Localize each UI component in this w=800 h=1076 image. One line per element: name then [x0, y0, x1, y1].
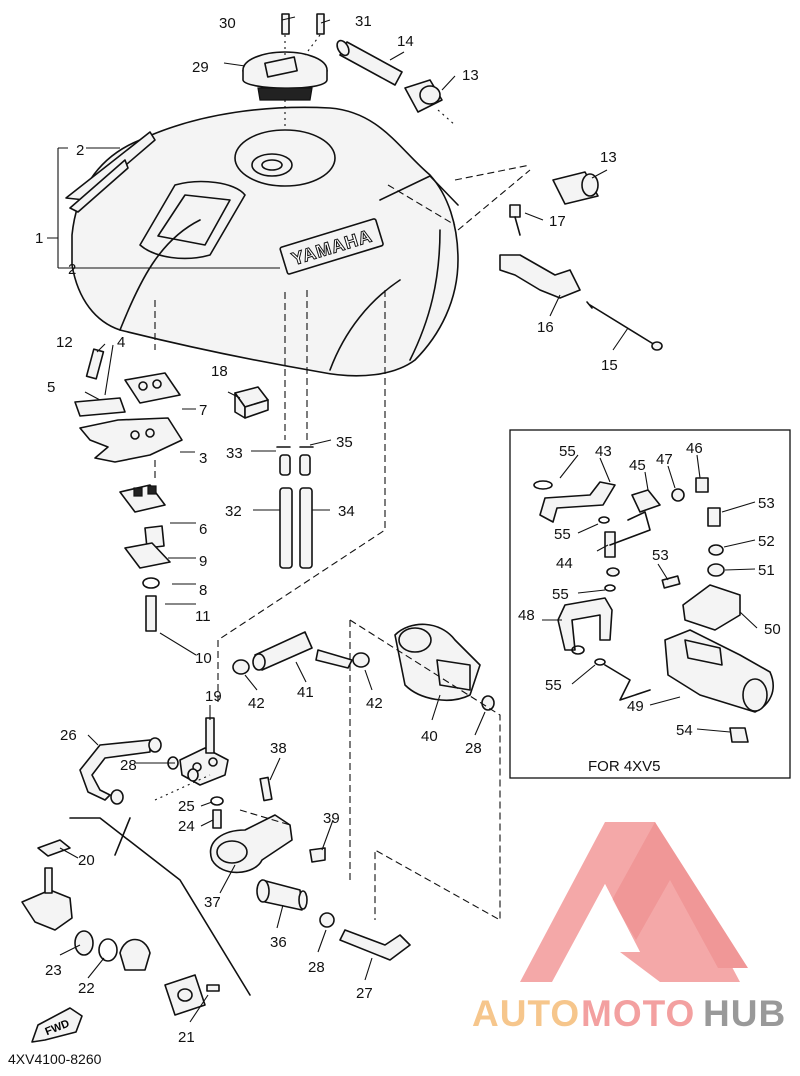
- inset-label: FOR 4XV5: [588, 758, 661, 775]
- callout-18: 18: [211, 363, 228, 380]
- drain-pipes: [276, 290, 314, 569]
- callout-5: 5: [47, 379, 55, 396]
- callout-9: 9: [199, 553, 207, 570]
- callout-23: 23: [45, 962, 62, 979]
- part-18-relay: [234, 386, 269, 419]
- callout-45: 45: [629, 457, 646, 474]
- callout-48: 48: [518, 607, 535, 624]
- callout-43: 43: [595, 443, 612, 460]
- callout-36: 36: [270, 934, 287, 951]
- callout-24: 24: [178, 818, 195, 835]
- callout-22: 22: [78, 980, 95, 997]
- callout-21: 21: [178, 1029, 195, 1046]
- callout-2-upper: 2: [76, 142, 84, 159]
- callout-20: 20: [78, 852, 95, 869]
- callout-55-d: 55: [545, 677, 562, 694]
- callout-13-right: 13: [600, 149, 617, 166]
- callout-13-top: 13: [462, 67, 479, 84]
- callout-11: 11: [195, 608, 211, 625]
- callout-31: 31: [355, 13, 372, 30]
- leader-lines: [47, 16, 758, 1023]
- callout-10: 10: [195, 650, 212, 667]
- callout-47: 47: [656, 451, 673, 468]
- fuel-tank: YAMAHA: [65, 106, 531, 377]
- callout-3: 3: [199, 450, 207, 467]
- callout-33: 33: [226, 445, 243, 462]
- callout-19: 19: [205, 688, 222, 705]
- watermark-part-auto: AUTO: [472, 993, 580, 1034]
- tank-damper-parts: [336, 39, 663, 351]
- callout-49: 49: [627, 698, 644, 715]
- callout-40: 40: [421, 728, 438, 745]
- callout-28-right: 28: [465, 740, 482, 757]
- callout-35: 35: [336, 434, 353, 451]
- callout-42-left: 42: [248, 695, 265, 712]
- callout-16: 16: [537, 319, 554, 336]
- callout-26: 26: [60, 727, 77, 744]
- callout-53-left: 53: [652, 547, 669, 564]
- fuel-filter-assembly: [209, 776, 411, 961]
- callout-7: 7: [199, 402, 207, 419]
- callout-42-right: 42: [366, 695, 383, 712]
- inset-box-4xv5: FOR 4XV5: [509, 429, 791, 779]
- fwd-arrow: [31, 1007, 83, 1043]
- fuel-pump-area: [232, 619, 501, 921]
- callout-46: 46: [686, 440, 703, 457]
- callout-37: 37: [204, 894, 221, 911]
- callout-29: 29: [192, 59, 209, 76]
- watermark-part-moto: MOTO: [581, 993, 695, 1034]
- callout-1: 1: [35, 230, 43, 247]
- alternative-fuel-cock-parts: FWD: [21, 817, 251, 1043]
- callout-54: 54: [676, 722, 693, 739]
- tank-bracket-parts: [74, 300, 183, 632]
- callout-27: 27: [356, 985, 373, 1002]
- callout-25: 25: [178, 798, 195, 815]
- callout-28-bottom: 28: [308, 959, 325, 976]
- callout-30: 30: [219, 15, 236, 32]
- callout-55-b: 55: [554, 526, 571, 543]
- callout-32: 32: [225, 503, 242, 520]
- watermark-logo: [520, 822, 748, 982]
- callout-28-left: 28: [120, 757, 137, 774]
- callout-34: 34: [338, 503, 355, 520]
- callout-12: 12: [56, 334, 73, 351]
- callout-44: 44: [556, 555, 573, 572]
- callout-39: 39: [323, 810, 340, 827]
- callout-2-lower: 2: [68, 261, 76, 278]
- callout-55-a: 55: [559, 443, 576, 460]
- callout-4: 4: [117, 334, 125, 351]
- callout-50: 50: [764, 621, 781, 638]
- callout-8: 8: [199, 582, 207, 599]
- watermark-text: AUTO MOTO HUB: [472, 993, 786, 1034]
- watermark-part-hub: HUB: [703, 993, 786, 1034]
- callout-41: 41: [297, 684, 314, 701]
- drawing-code: 4XV4100-8260: [8, 1051, 102, 1067]
- callout-numbers: 1 2 2 3 4 5 6 7 8 9 10 11 12 13 13 14 15…: [35, 13, 781, 1046]
- callout-17: 17: [549, 213, 566, 230]
- callout-6: 6: [199, 521, 207, 538]
- callout-55-c: 55: [552, 586, 569, 603]
- fuel-cock-assembly: [79, 717, 229, 829]
- fuel-cap-assembly: [242, 13, 328, 130]
- callout-52: 52: [758, 533, 775, 550]
- callout-38: 38: [270, 740, 287, 757]
- callout-14: 14: [397, 33, 414, 50]
- callout-53-right: 53: [758, 495, 775, 512]
- callout-15: 15: [601, 357, 618, 374]
- callout-51: 51: [758, 562, 775, 579]
